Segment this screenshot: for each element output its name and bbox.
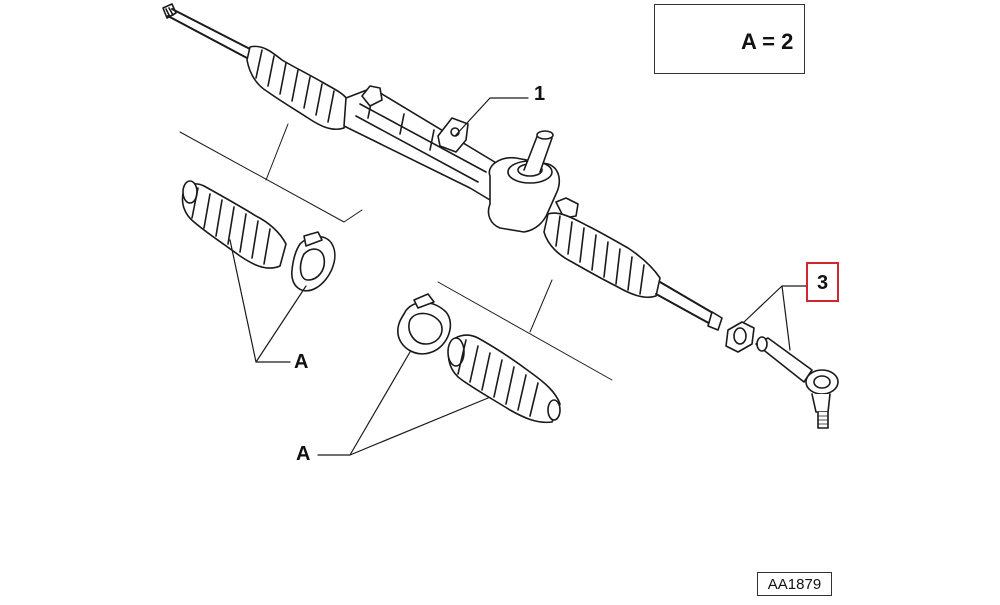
drawing-code-box: AA1879 bbox=[757, 572, 832, 596]
steering-rack bbox=[162, 3, 723, 331]
callout-a-lower-label: A bbox=[296, 443, 311, 465]
upper-steering-boot bbox=[181, 183, 287, 269]
lower-boot-group bbox=[317, 279, 613, 456]
callout-a-upper-label: A bbox=[294, 351, 309, 373]
lower-steering-boot bbox=[447, 334, 561, 424]
rack-housing bbox=[343, 87, 499, 201]
leader-line-1 bbox=[454, 97, 529, 137]
callout-3-highlight-frame[interactable]: 3 bbox=[806, 262, 839, 302]
upper-boot-clamp bbox=[291, 235, 336, 292]
drawing-code: AA1879 bbox=[767, 576, 822, 593]
quantity-note-box: A = 2 bbox=[654, 4, 805, 74]
lock-nut bbox=[725, 321, 755, 353]
right-rack-bellows bbox=[543, 212, 661, 299]
tie-rod-end-group bbox=[725, 285, 839, 429]
quantity-note: A = 2 bbox=[741, 29, 794, 54]
callout-3-label: 3 bbox=[816, 272, 829, 294]
upper-boot-group bbox=[179, 123, 363, 363]
left-rack-bellows bbox=[246, 45, 349, 131]
callout-1-label: 1 bbox=[534, 83, 546, 105]
